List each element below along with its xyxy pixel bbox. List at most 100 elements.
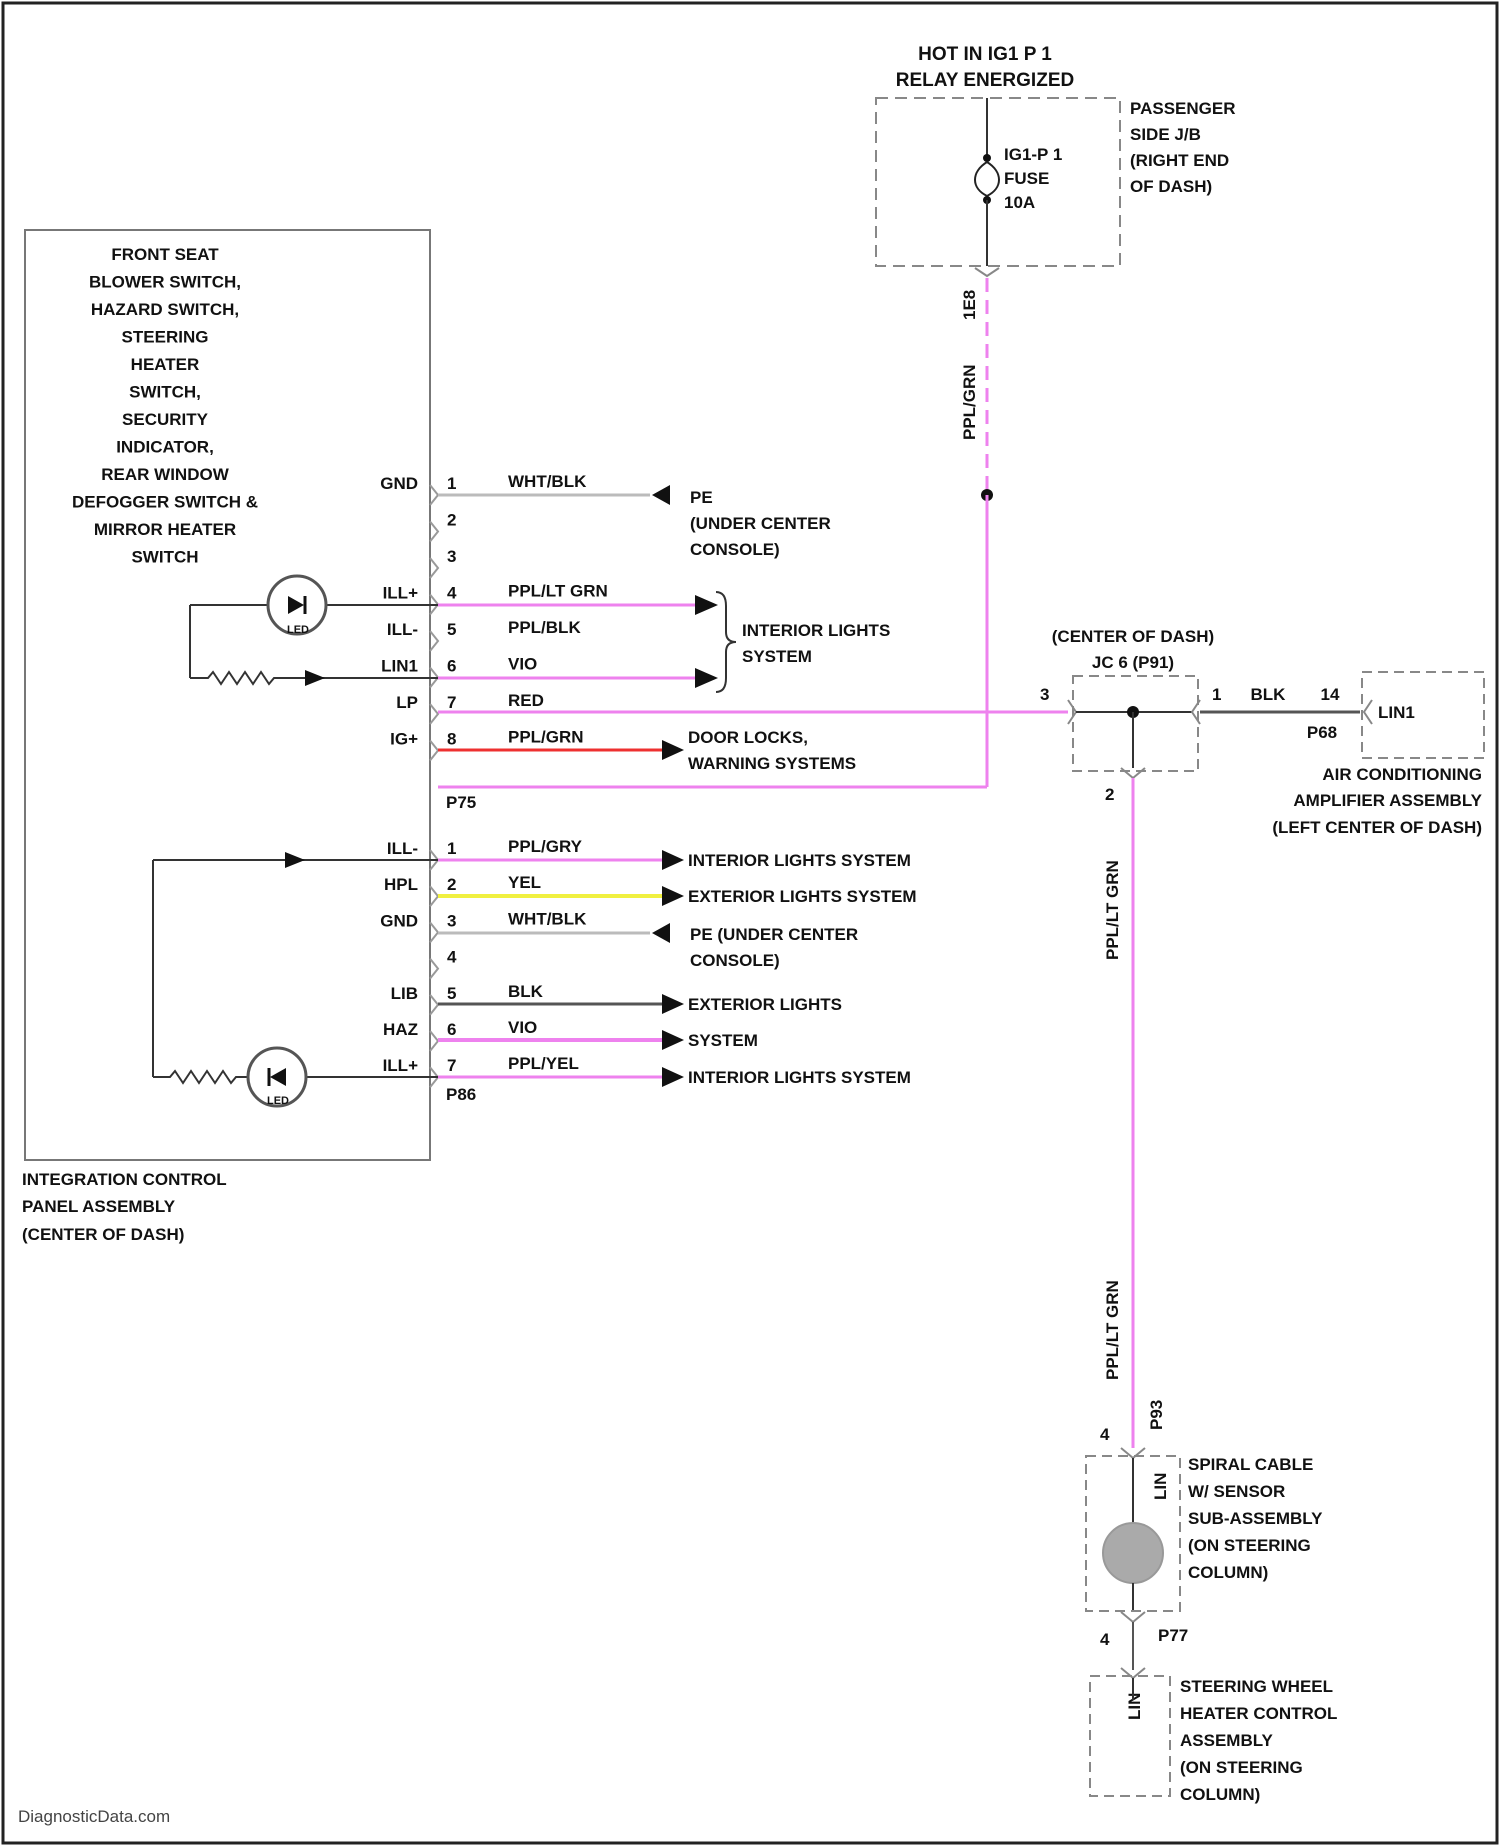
steering-heater-label-2: HEATER CONTROL (1180, 1704, 1337, 1723)
p86-pin-number: 5 (447, 984, 456, 1003)
amp-connector: P68 (1307, 723, 1337, 742)
spiral-label-4: (ON STEERING (1188, 1536, 1311, 1555)
arrow-p75-5 (695, 668, 718, 688)
destination-label: EXTERIOR LIGHTS (688, 995, 842, 1014)
p75-pin-number: 8 (447, 730, 456, 749)
junction-label-1: (CENTER OF DASH) (1052, 627, 1214, 646)
icp-label-2: PANEL ASSEMBLY (22, 1197, 176, 1216)
arrow-p86-7 (662, 1067, 684, 1087)
steering-heater-label-3: ASSEMBLY (1180, 1731, 1274, 1750)
wire-color-label: BLK (508, 982, 544, 1001)
jb-label-2: SIDE J/B (1130, 125, 1201, 144)
spiral-label-3: SUB-ASSEMBLY (1188, 1509, 1323, 1528)
wire-color-label: PPL/GRY (508, 837, 583, 856)
p86-pin-name: ILL+ (383, 1056, 418, 1075)
p86-pin-number: 4 (447, 948, 457, 967)
vertical-wire-code: P93 (1147, 1400, 1166, 1430)
led1-resistor (190, 672, 310, 684)
p75-pin-symbol (430, 741, 438, 761)
destination-label: PE (UNDER CENTER (690, 925, 858, 944)
junction-bottom-connector (1121, 768, 1145, 778)
spiral-pin-name: LIN (1151, 1473, 1170, 1500)
wire-color-label: RED (508, 691, 544, 710)
p86-pin-name: GND (380, 911, 418, 930)
destination-label: PE (690, 488, 713, 507)
icp-title-line: REAR WINDOW (101, 465, 229, 484)
icp-label-3: (CENTER OF DASH) (22, 1225, 184, 1244)
p86-pin-name: ILL- (387, 839, 418, 858)
destination-label: INTERIOR LIGHTS SYSTEM (688, 851, 911, 870)
interior-lights-brace (716, 592, 736, 692)
icp-title-line: DEFOGGER SWITCH & (72, 493, 258, 512)
destination-label: SYSTEM (688, 1031, 758, 1050)
steering-heater-label-5: COLUMN) (1180, 1785, 1260, 1804)
p75-pin-name: LP (396, 693, 418, 712)
connector-p75-pins: 1GND234ILL+5ILL-6LIN17LP8IG+ (380, 474, 457, 761)
p75-pin-number: 3 (447, 547, 456, 566)
power-wire-code: 1E8 (960, 290, 979, 320)
jb-label-1: PASSENGER (1130, 99, 1236, 118)
icp-label-1: INTEGRATION CONTROL (22, 1170, 227, 1189)
destination-label: INTERIOR LIGHTS (742, 621, 890, 640)
p86-pin-symbol (430, 995, 438, 1015)
arrow-p86-6 (662, 1030, 684, 1050)
led2-resistor (153, 1071, 250, 1083)
arrow-p86-2 (662, 886, 684, 906)
wire-color-label: VIO (508, 1018, 537, 1037)
p75-pin-name: ILL- (387, 620, 418, 639)
junction-pin-right: 1 (1212, 685, 1221, 704)
p86-pin-number: 3 (447, 911, 456, 930)
vertical-wire-color-2: PPL/LT GRN (1103, 1280, 1122, 1380)
power-label-line2: RELAY ENERGIZED (896, 70, 1074, 91)
fuse-top-dot (983, 154, 991, 162)
spiral-bottom-connector-label: P77 (1158, 1626, 1188, 1645)
junction-box (1073, 676, 1198, 771)
led1-label: LED (287, 624, 309, 636)
power-wire-color: PPL/GRN (960, 364, 979, 440)
p86-pin-symbol (430, 922, 438, 942)
p75-pin-number: 7 (447, 693, 456, 712)
junction-bottom-pin: 2 (1105, 785, 1114, 804)
fuse-symbol (975, 162, 999, 196)
ground-arrow-1 (652, 485, 670, 505)
p75-pin-name: ILL+ (383, 584, 418, 603)
p75-pin-name: GND (380, 474, 418, 493)
p75-pin-number: 4 (447, 584, 457, 603)
spiral-bottom-pin: 4 (1100, 1630, 1110, 1649)
arrow-p86-1 (662, 850, 684, 870)
destination-label: WARNING SYSTEMS (688, 754, 856, 773)
p86-pin-name: LIB (391, 984, 418, 1003)
jb-connector-symbol (975, 268, 999, 276)
destination-label: SYSTEM (742, 647, 812, 666)
amp-label-2: AMPLIFIER ASSEMBLY (1293, 791, 1482, 810)
p86-pin-symbol (430, 1031, 438, 1051)
led2-arrow (285, 852, 305, 868)
junction-label-2: JC 6 (P91) (1092, 653, 1174, 672)
wire-labels: WHT/BLKPPL/LT GRNPPL/BLKVIOREDPPL/GRNPPL… (508, 472, 608, 1073)
p75-pin-symbol (430, 485, 438, 505)
p75-pin-symbol (430, 558, 438, 578)
p75-pin-number: 2 (447, 511, 456, 530)
wire-color-label: YEL (508, 873, 541, 892)
icp-title-line: SWITCH, (129, 383, 201, 402)
jb-label-4: OF DASH) (1130, 177, 1212, 196)
icp-title: FRONT SEATBLOWER SWITCH,HAZARD SWITCH,ST… (72, 245, 258, 567)
amp-pin-name: LIN1 (1378, 703, 1415, 722)
p86-pin-symbol (430, 959, 438, 979)
fuse-label-3: 10A (1004, 193, 1035, 212)
destination-label: EXTERIOR LIGHTS SYSTEM (688, 887, 917, 906)
steering-heater-label-4: (ON STEERING (1180, 1758, 1303, 1777)
p75-pin-number: 1 (447, 474, 456, 493)
wire-color-label: PPL/BLK (508, 618, 581, 637)
destination-label: DOOR LOCKS, (688, 728, 808, 747)
spiral-label-1: SPIRAL CABLE (1188, 1455, 1313, 1474)
p86-pin-number: 1 (447, 839, 456, 858)
destination-label: (UNDER CENTER (690, 514, 831, 533)
icp-title-line: SECURITY (122, 410, 209, 429)
icp-title-line: HAZARD SWITCH, (91, 300, 239, 319)
vertical-wire-color-1: PPL/LT GRN (1103, 860, 1122, 960)
wire-out-color: BLK (1251, 685, 1287, 704)
wire-color-label: PPL/YEL (508, 1054, 579, 1073)
